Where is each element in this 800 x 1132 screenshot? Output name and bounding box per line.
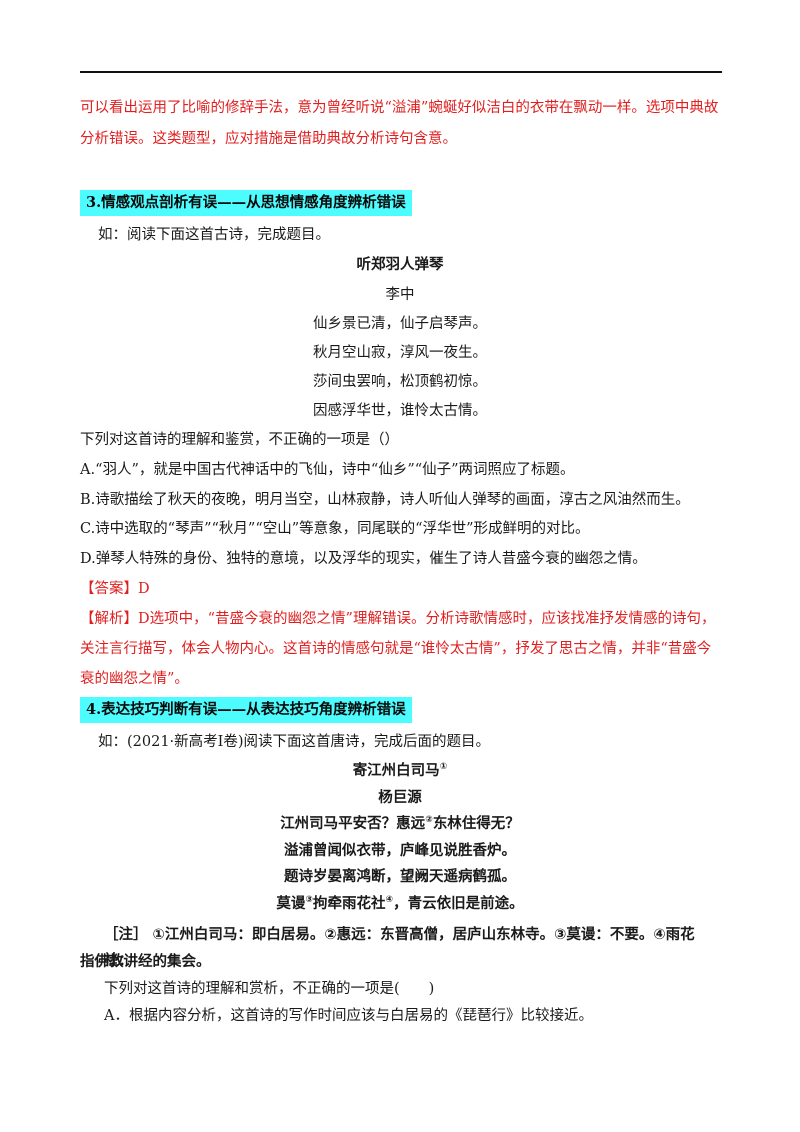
section-3-heading-row: 3.情感观点剖析有误——从思想情感角度辨析错误 bbox=[80, 190, 720, 216]
analysis-line-1: 【解析】D选项中，“昔盛今衰的幽怨之情”理解错误。分析诗歌情感时，应该找准抒发情… bbox=[80, 606, 720, 632]
footnote-mark: ② bbox=[425, 815, 433, 826]
note-line-2: 指佛教讲经的集会。 bbox=[80, 954, 211, 970]
poem-4-line-2: 溢浦曾闻似衣带，庐峰见说胜香炉。 bbox=[284, 843, 516, 859]
analysis-line-3: 衰的幽怨之情”。 bbox=[80, 671, 189, 687]
option-d: D.弹琴人特殊的身份、独特的意境，以及浮华的现实，催生了诗人昔盛今衰的幽怨之情。 bbox=[80, 551, 647, 567]
poem-3-title: 听郑羽人弹琴 bbox=[356, 256, 444, 273]
poem-4-title: 寄江州白司马① bbox=[352, 762, 448, 779]
analysis-tag: 【解析】 bbox=[80, 611, 138, 627]
intro-line-2: 分析错误。这类题型，应对措施是借助典故分析诗句含意。 bbox=[80, 131, 457, 147]
footnote-mark: ④ bbox=[385, 895, 394, 906]
answer-row: 【答案】D bbox=[80, 576, 720, 602]
poem-3-author: 李中 bbox=[385, 287, 415, 303]
section-4-heading: 4.表达技巧判断有误——从表达技巧角度辨析错误 bbox=[80, 697, 412, 723]
section-3-prompt: 如：阅读下面这首古诗，完成题目。 bbox=[98, 227, 330, 243]
option-c: C.诗中选取的“琴声”“秋月”“空山”等意象，同尾联的“浮华世”形成鲜明的对比。 bbox=[80, 521, 590, 537]
poem-4-line-1: 江州司马平安否？惠远②东林住得无？ bbox=[280, 815, 520, 832]
question-3: 下列对这首诗的理解和鉴赏，不正确的一项是（） bbox=[80, 432, 399, 448]
option-b: B.诗歌描绘了秋天的夜晚，明月当空，山林寂静，诗人听仙人弹琴的画面，淳古之风油然… bbox=[80, 492, 690, 508]
poem-3-line-1: 仙乡景已清，仙子启琴声。 bbox=[313, 316, 487, 332]
poem-3-line-3: 莎间虫罢响，松顶鹤初惊。 bbox=[313, 374, 487, 390]
poem-4-line-3: 题诗岁晏离鸿断，望阙天遥病鹤孤。 bbox=[284, 869, 516, 885]
footnote-mark: ① bbox=[439, 762, 448, 773]
answer-tag: 【答案】 bbox=[80, 581, 138, 597]
poem-3-line-2: 秋月空山寂，淳风一夜生。 bbox=[313, 345, 487, 361]
intro-line-1: 可以看出运用了比喻的修辞手法，意为曾经听说“溢浦”蜿蜒好似洁白的衣带在飘动一样。… bbox=[80, 100, 719, 116]
option-4-a: A．根据内容分析，这首诗的写作时间应该与白居易的《琵琶行》比较接近。 bbox=[104, 1008, 593, 1024]
section-3-heading: 3.情感观点剖析有误——从思想情感角度辨析错误 bbox=[80, 190, 412, 216]
poem-4-author: 杨巨源 bbox=[378, 790, 422, 806]
option-a: A.“羽人”，就是中国古代神话中的飞仙，诗中“仙乡”“仙子”两词照应了标题。 bbox=[80, 462, 575, 478]
footnote-mark: ③ bbox=[305, 895, 313, 906]
poem-3-line-4: 因感浮华世，谁怜太古情。 bbox=[313, 403, 487, 419]
header-rule bbox=[80, 71, 722, 73]
poem-4-line-4: 莫谩③拘牵雨花社④，青云依旧是前途。 bbox=[276, 895, 524, 912]
note-line-1: ［注］ ①江州白司马：即白居易。②惠远：东晋高僧，居庐山东林寺。③莫谩：不要。④… bbox=[104, 927, 695, 969]
section-4-prompt: 如：(2021·新高考Ⅰ卷)阅读下面这首唐诗，完成后面的题目。 bbox=[98, 734, 491, 750]
answer-value: D bbox=[138, 581, 150, 597]
question-4: 下列对这首诗的理解和赏析，不正确的一项是( ) bbox=[104, 981, 435, 997]
section-4-heading-row: 4.表达技巧判断有误——从表达技巧角度辨析错误 bbox=[80, 697, 720, 723]
analysis-line-2: 关注言行描写，体会人物内心。这首诗的情感句就是“谁怜太古情”，抒发了思古之情，并… bbox=[80, 641, 712, 657]
analysis-text-1: D选项中，“昔盛今衰的幽怨之情”理解错误。分析诗歌情感时，应该找准抒发情感的诗句… bbox=[138, 611, 716, 627]
